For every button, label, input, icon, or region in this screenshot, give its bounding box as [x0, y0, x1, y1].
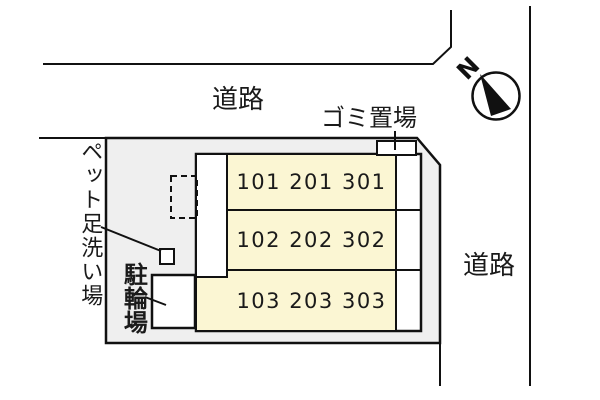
road-edge-top — [43, 10, 452, 65]
bicycle-pointer-line — [144, 296, 167, 306]
pet-wash-pointer-line — [100, 226, 162, 252]
road-label-right: 道路 — [462, 251, 515, 281]
bicycle-parking-label: 駐輪場 — [119, 262, 148, 334]
room-row-101 — [226, 153, 397, 211]
room-row-103-label: 103 203 303 — [236, 288, 387, 313]
garbage-area-label: ゴミ置場 — [321, 104, 417, 132]
building-entry-strip — [195, 153, 228, 278]
pet-wash-label: ペット足洗い場 — [77, 140, 103, 308]
road-label-top: 道路 — [211, 85, 264, 115]
room-row-103 — [195, 269, 397, 332]
pet-wash-box — [159, 248, 175, 265]
garbage-area-box — [376, 140, 417, 156]
room-row-102-label: 102 202 302 — [236, 228, 387, 252]
dashed-stall-box — [170, 175, 198, 219]
room-row-101-label: 101 201 301 — [236, 170, 387, 194]
room-row-102 — [226, 209, 397, 271]
north-arrow-icon: N — [451, 51, 521, 121]
